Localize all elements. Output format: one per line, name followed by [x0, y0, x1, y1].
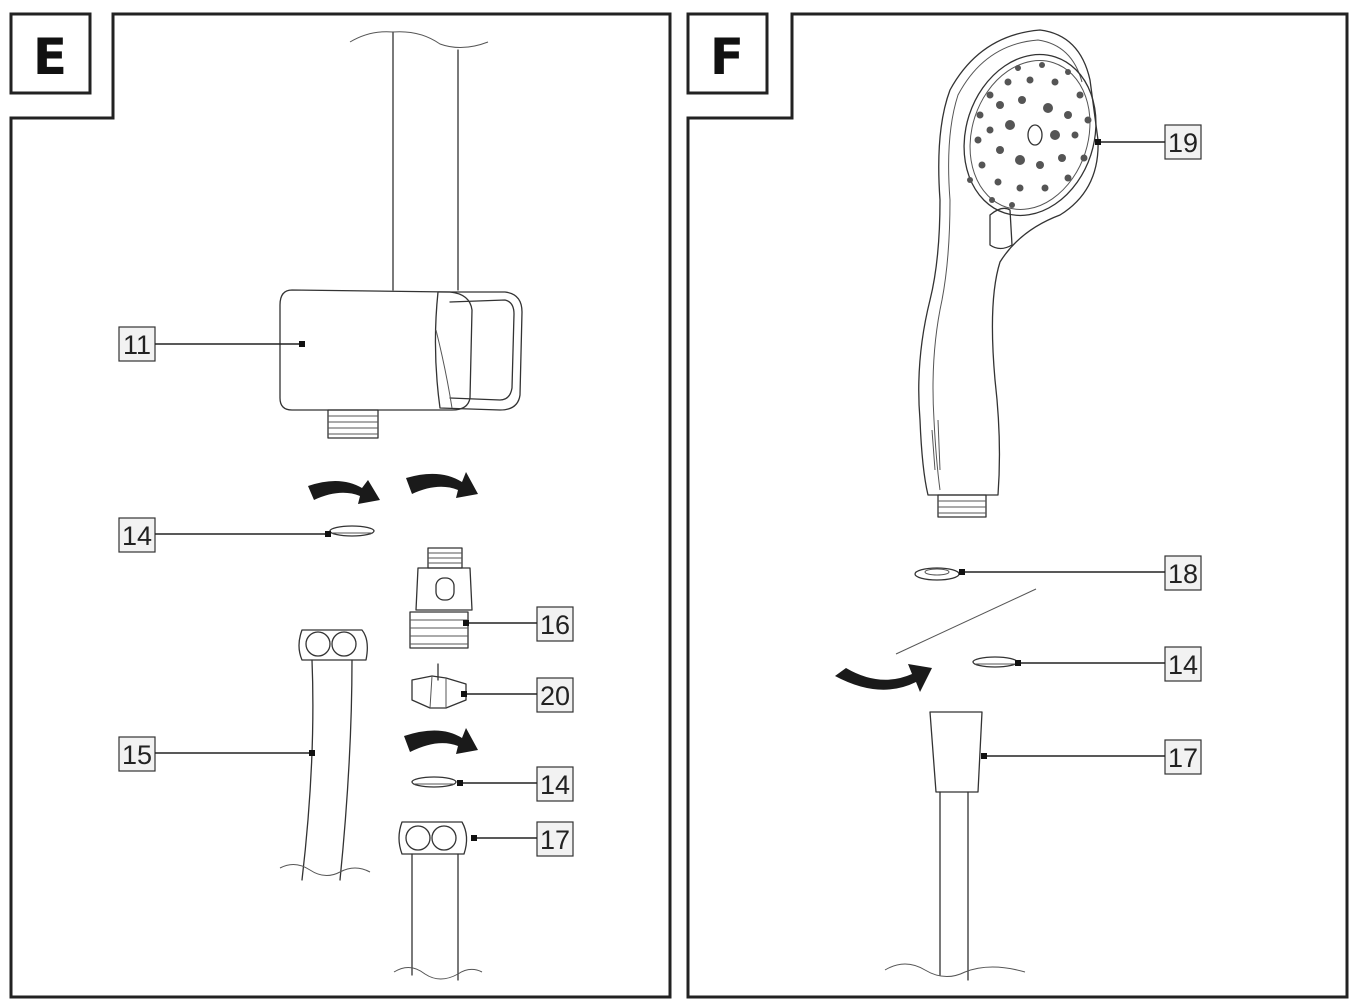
washer-f — [972, 656, 1018, 668]
panel-f-tab — [686, 12, 769, 95]
label-14-lower: 14 — [457, 766, 574, 802]
svg-text:14: 14 — [122, 521, 152, 551]
svg-text:11: 11 — [123, 330, 151, 360]
label-17-f: 17 — [981, 739, 1202, 775]
label-16: 16 — [463, 606, 574, 642]
hose-left — [279, 629, 371, 881]
svg-text:16: 16 — [540, 610, 570, 640]
rotate-arrow-1 — [308, 480, 380, 504]
svg-text:14: 14 — [540, 770, 570, 800]
panel-f-frame — [686, 12, 1349, 999]
panel-e: E — [9, 12, 672, 999]
label-11: 11 — [118, 326, 305, 362]
svg-text:17: 17 — [540, 825, 570, 855]
svg-text:18: 18 — [1168, 559, 1198, 589]
label-20: 20 — [461, 677, 574, 713]
shower-head — [918, 29, 1099, 518]
guide-line — [895, 588, 1037, 655]
svg-text:17: 17 — [1168, 743, 1198, 773]
flow-limiter — [411, 663, 467, 709]
washer-upper — [329, 525, 375, 537]
panel-f: F — [686, 12, 1349, 999]
rotate-arrow-f — [835, 664, 932, 692]
hose-cone-nut — [884, 711, 1026, 981]
svg-text:14: 14 — [1168, 650, 1198, 680]
panel-e-frame — [9, 12, 672, 999]
label-18: 18 — [959, 555, 1202, 591]
slide-rail — [349, 31, 489, 291]
panel-f-letter: F — [710, 28, 744, 86]
panel-e-tab — [9, 12, 92, 95]
panel-e-letter: E — [33, 28, 67, 86]
label-14-upper: 14 — [118, 517, 331, 553]
label-14-f: 14 — [1015, 646, 1202, 682]
label-17: 17 — [471, 821, 574, 857]
label-15: 15 — [118, 736, 315, 772]
valve-fitting — [409, 547, 473, 649]
label-19: 19 — [1095, 124, 1202, 160]
svg-text:20: 20 — [540, 681, 570, 711]
filter-washer — [914, 567, 960, 581]
hose-nut-lower — [393, 821, 483, 981]
washer-lower — [411, 776, 457, 788]
rotate-arrow-2 — [406, 472, 478, 498]
svg-text:19: 19 — [1168, 128, 1198, 158]
rotate-arrow-3 — [404, 728, 478, 754]
wall-holder — [279, 289, 523, 439]
svg-text:15: 15 — [122, 740, 152, 770]
